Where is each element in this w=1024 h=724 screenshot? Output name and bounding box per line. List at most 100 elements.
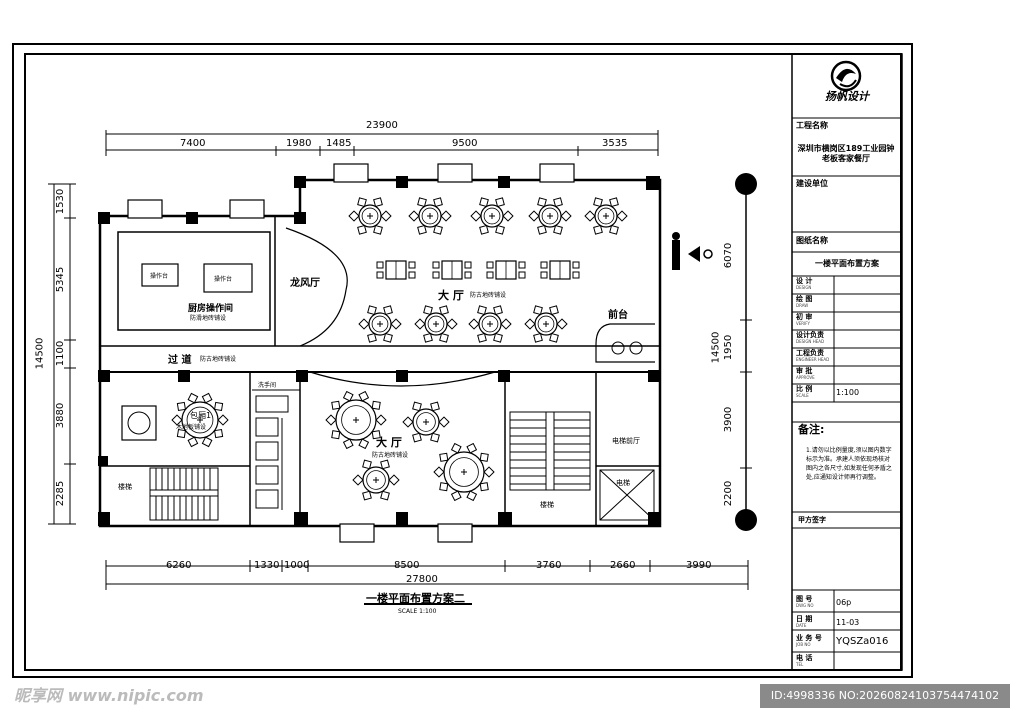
private-table-square [121, 405, 157, 441]
stairs-left [149, 467, 219, 521]
chair [331, 430, 341, 440]
chair [486, 261, 494, 269]
chair [533, 332, 543, 343]
chair [495, 197, 505, 208]
dim-top-4: 9500 [452, 138, 478, 149]
grid-bubble-bottom [735, 509, 757, 531]
chair [412, 432, 422, 443]
chair [433, 197, 443, 208]
image-id-bar: ID:4998336 NO:20260824103754474102 [760, 684, 1010, 708]
round-table [348, 197, 392, 235]
chair [417, 224, 427, 235]
room-hall-note: 防古地砖铺设 [470, 292, 507, 299]
chair [375, 414, 387, 426]
dim-bottom-3: 1000 [284, 560, 310, 571]
chair [432, 261, 440, 269]
chair [479, 197, 489, 208]
tb-value-job-no: YQSZa016 [836, 636, 889, 647]
chair [560, 210, 572, 222]
notes-label: 备注: [798, 423, 825, 436]
chair [187, 436, 199, 448]
chair [412, 401, 422, 412]
room-hall: 大 厅 [438, 289, 464, 302]
tb-key: 设 计 [796, 277, 813, 285]
tb-key-en: ENGINEER HEAD [796, 357, 830, 362]
chair [176, 428, 186, 439]
room-corridor: 过 道 [168, 355, 192, 366]
round-table [171, 392, 229, 448]
chair [466, 442, 478, 454]
tb-key-en: DWG NO [796, 603, 814, 608]
tb-key-en: DESIGN [796, 285, 812, 290]
chair [495, 224, 505, 235]
grid-bubble-top [735, 173, 757, 195]
chair [214, 428, 224, 439]
tb-key-en: DESIGN HEAD [796, 339, 825, 344]
project-label: 工程名称 [796, 121, 828, 130]
chair [468, 318, 480, 330]
dim-top-total: 23900 [366, 120, 398, 131]
chair [439, 482, 449, 492]
chair [187, 392, 199, 404]
inner-border [24, 53, 902, 671]
chair [466, 490, 478, 502]
room-vestibule: 龙风厅 [290, 278, 320, 289]
room-console-2: 操作台 [214, 276, 233, 283]
tb-key-en: DATE [796, 623, 807, 628]
dim-right-total: 14500 [710, 331, 722, 364]
chair [537, 224, 547, 235]
tb-key: 电 话 [796, 654, 813, 662]
room-hall-2-note: 防古地砖铺设 [372, 452, 409, 459]
dim-bottom-4: 8500 [394, 560, 420, 571]
chair [380, 210, 392, 222]
chair [348, 210, 360, 222]
dim-bottom-1: 6260 [166, 560, 192, 571]
chair [408, 210, 420, 222]
chair [408, 271, 416, 279]
vestibule-curve [285, 227, 348, 347]
dim-left-3: 1100 [55, 340, 67, 367]
chair [357, 224, 367, 235]
chair [373, 224, 383, 235]
tb-key: 图 号 [796, 595, 813, 603]
chair [493, 332, 503, 343]
dim-top-3: 1485 [326, 138, 352, 149]
chair [201, 436, 213, 448]
square-table [540, 260, 580, 280]
chair [450, 442, 462, 454]
chair [376, 261, 384, 269]
elevator-shaft [599, 469, 655, 521]
chair [367, 332, 377, 343]
chair [470, 210, 482, 222]
room-hall-2: 大 厅 [376, 436, 402, 449]
watermark-site: 昵享网 www.nipic.com [14, 686, 204, 705]
chair [433, 466, 445, 478]
chair [380, 490, 390, 501]
tb-key: 日 期 [796, 615, 813, 623]
dim-top-2: 1980 [286, 138, 312, 149]
chair [609, 197, 619, 208]
chair [450, 490, 462, 502]
chair [367, 305, 377, 316]
chair [500, 318, 512, 330]
chair [388, 474, 400, 486]
chair [477, 332, 487, 343]
room-kitchen: 厨房操作间 [188, 304, 234, 314]
chair [440, 210, 452, 222]
chair [540, 261, 548, 269]
room-console-1: 操作台 [150, 273, 169, 280]
chair [417, 197, 427, 208]
tb-key: 业 务 号 [796, 634, 822, 642]
chair [383, 305, 393, 316]
chair [464, 271, 472, 279]
chair [423, 332, 433, 343]
dim-left-2: 5345 [55, 266, 67, 293]
room-kitchen-note: 防滑地砖铺设 [190, 315, 227, 322]
dim-left-total: 14500 [34, 337, 46, 370]
tb-key-en: TEL [796, 662, 804, 667]
dim-bottom-5: 3760 [536, 560, 562, 571]
toilet-stalls [255, 395, 289, 510]
tb-key-en: SCALE [796, 393, 809, 398]
